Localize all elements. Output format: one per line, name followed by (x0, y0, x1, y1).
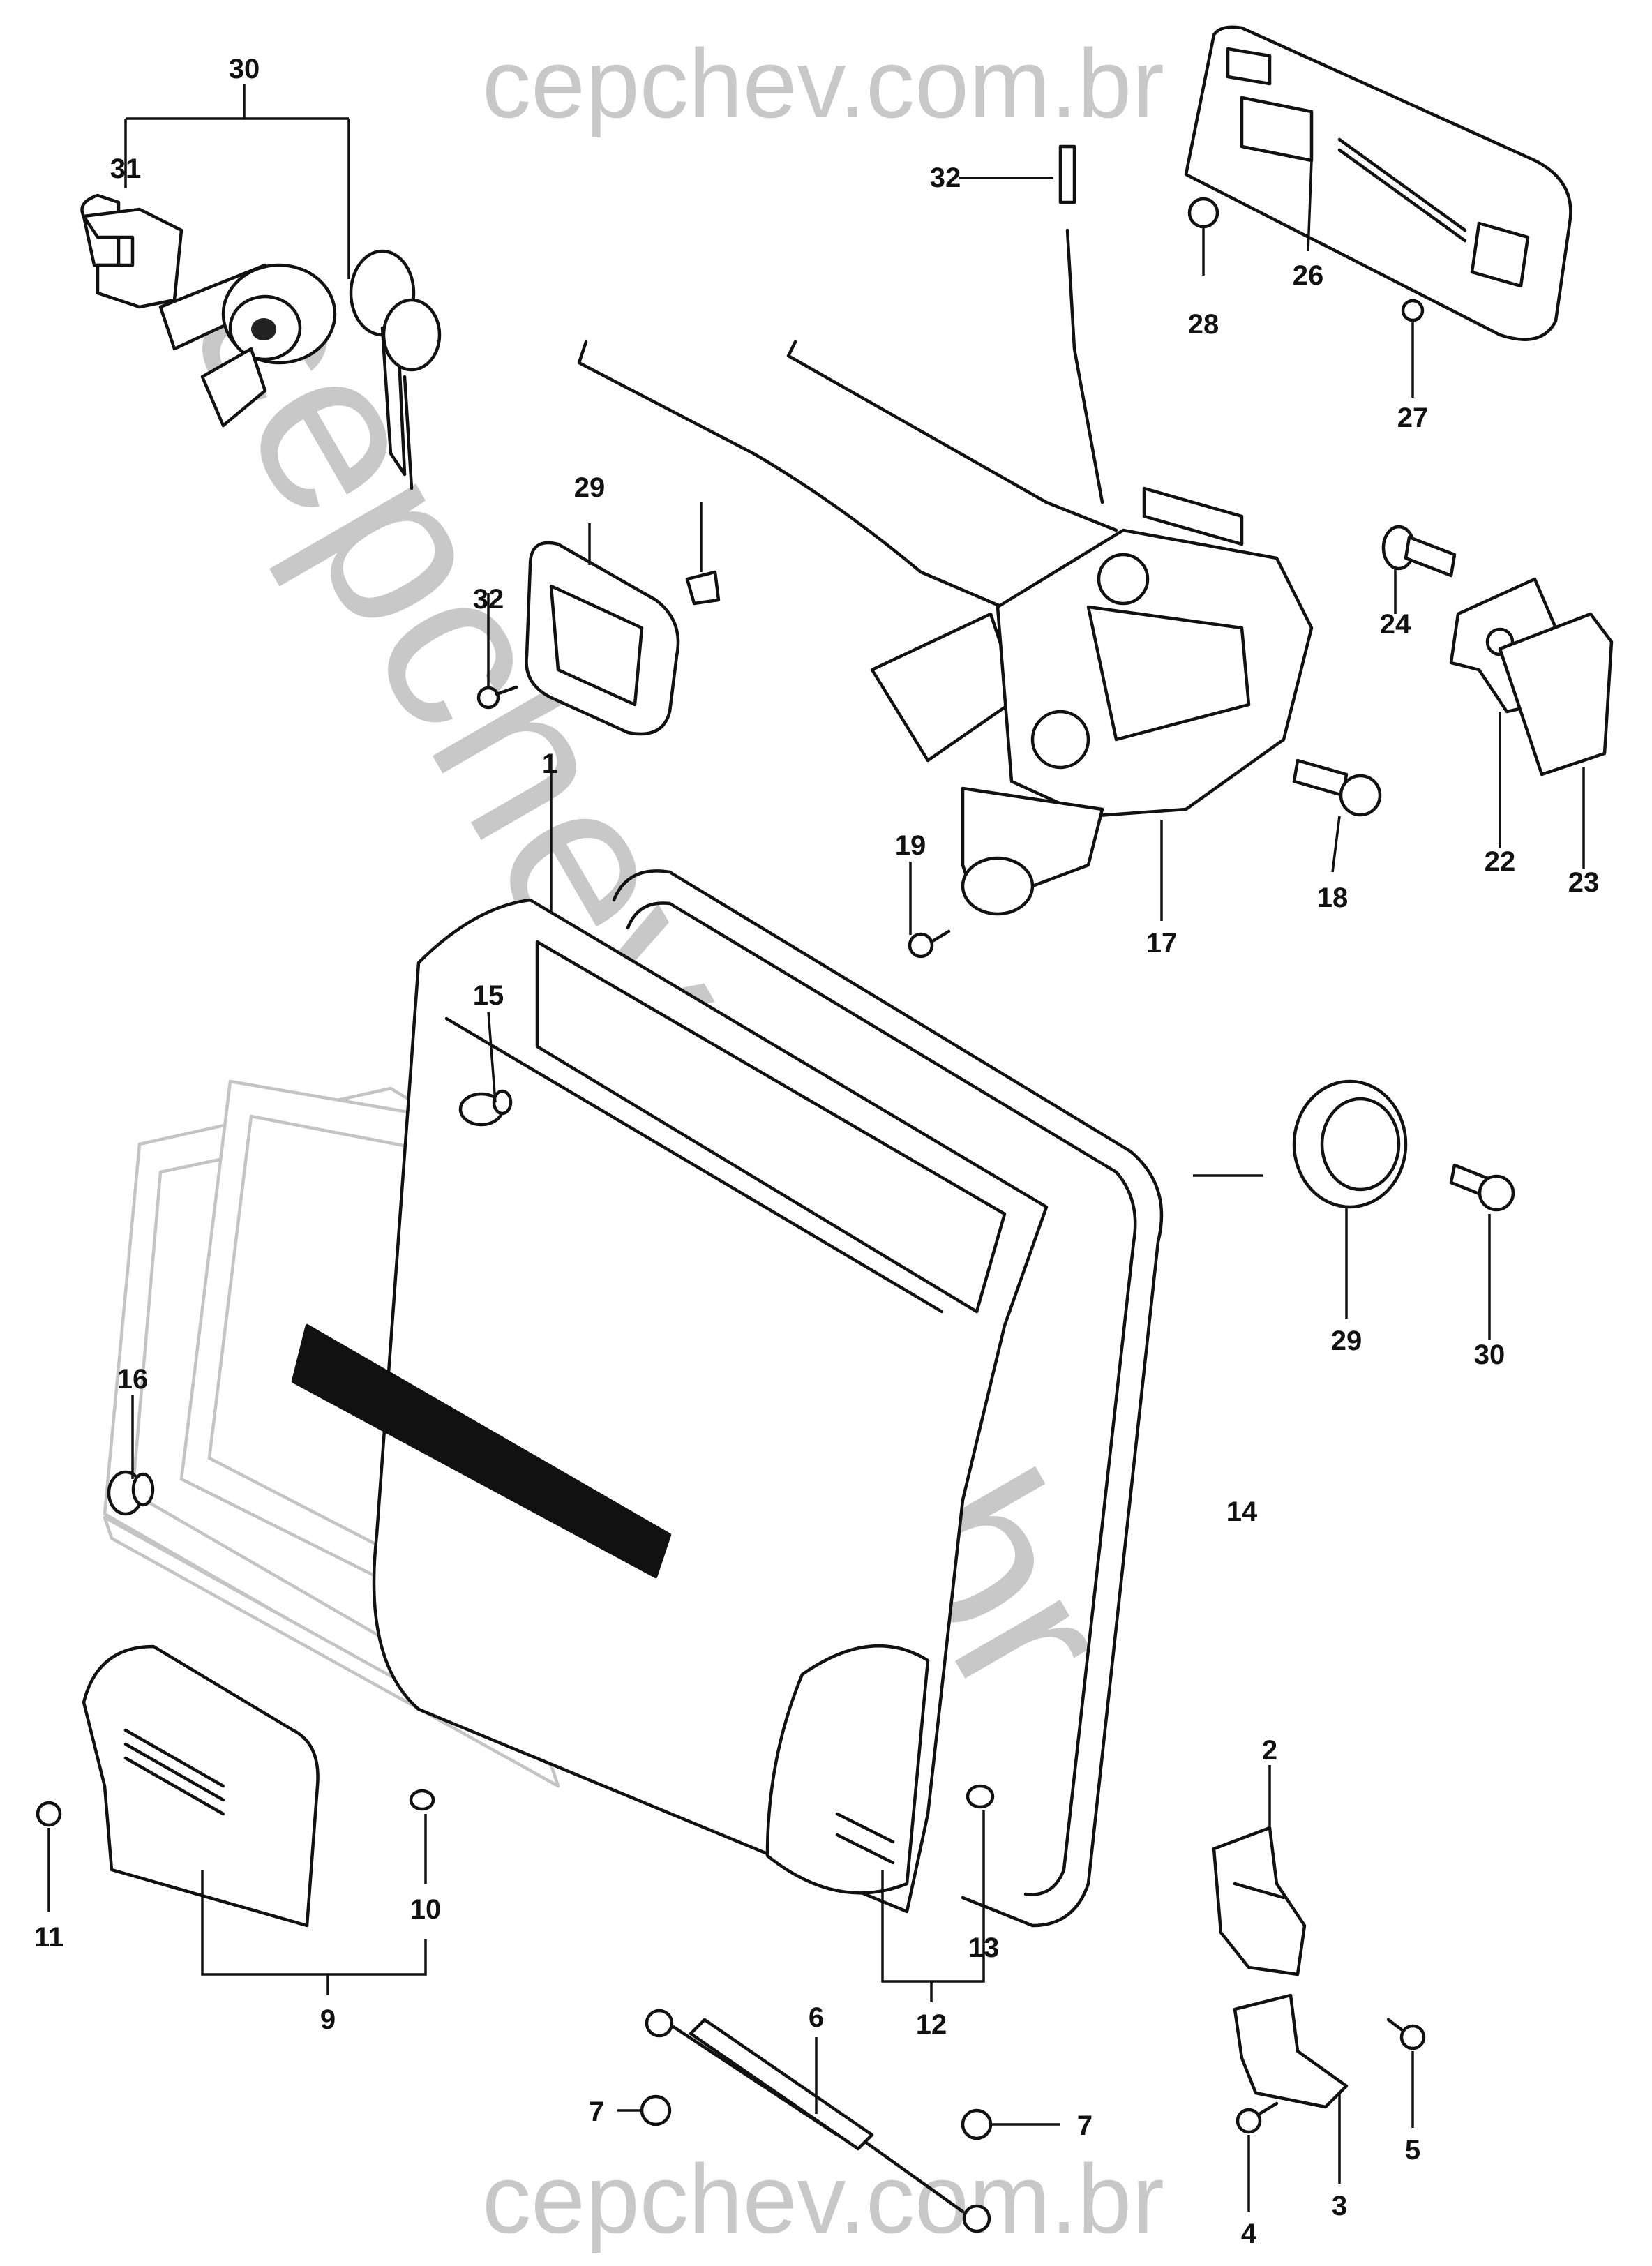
callout-13: 14 (1226, 1496, 1258, 1527)
bumper-15 (107, 1470, 155, 1516)
callout-7-right: 7 (1077, 2110, 1092, 2141)
callout-12: 13 (968, 1933, 1000, 1963)
nut-7-right (961, 2108, 993, 2140)
callout-5: 5 (1405, 2135, 1420, 2166)
weatherstrip-inner-edge (626, 901, 1137, 1896)
callout-7-left: 7 (589, 2096, 604, 2127)
latch-assembly (870, 486, 1314, 916)
gas-strut-6 (645, 2009, 991, 2233)
callout-20: 31 (110, 153, 142, 184)
bolt-25 (1401, 299, 1425, 322)
tailgate-panel (291, 898, 1049, 1914)
callout-26: 28 (1188, 309, 1219, 340)
leader-lines (47, 84, 1585, 2212)
clip-9 (409, 1789, 435, 1811)
screw-4 (1236, 2101, 1279, 2134)
callout-4: 4 (1241, 2219, 1257, 2249)
screw-18 (908, 929, 951, 959)
bumper-14 (458, 1089, 513, 1127)
callout-8: 9 (320, 2004, 336, 2035)
callout-17: 18 (1317, 883, 1349, 913)
callout-16: 17 (1146, 928, 1178, 959)
callout-14: 15 (473, 980, 504, 1011)
grommet-27 (1292, 1079, 1408, 1209)
clip-12 (966, 1784, 995, 1809)
callout-9: 10 (410, 1894, 442, 1925)
latch-rod-1 (577, 340, 1021, 616)
callout-30: 32 (473, 584, 504, 615)
latch-rod-32 (1058, 144, 1104, 504)
screw-17 (1292, 758, 1382, 817)
callout-19: 30 (229, 54, 260, 84)
striker-shim-22 (1498, 612, 1614, 776)
callout-3: 3 (1332, 2191, 1347, 2221)
callout-25: 27 (1397, 403, 1429, 433)
callout-29: 29 (574, 472, 606, 503)
screw-30 (476, 685, 518, 710)
hinge-2 (1212, 1826, 1307, 1976)
screw-5 (1386, 2018, 1426, 2050)
bolt-28 (1449, 1163, 1515, 1212)
callout-23: 24 (1380, 609, 1411, 640)
watermark-top: cepchev.com.br (482, 29, 1164, 138)
weatherstrip (612, 869, 1164, 1928)
callout-10: 11 (34, 1922, 63, 1953)
callout-32: 32 (930, 163, 961, 193)
callout-6: 6 (809, 2002, 824, 2033)
callout-28: 30 (1474, 1340, 1505, 1370)
callout-1: 1 (542, 749, 557, 779)
watermark-bottom: cepchev.com.br (482, 2144, 1164, 2253)
latch-bracket-24 (1184, 25, 1572, 341)
nut-7-left (640, 2094, 672, 2126)
callout-22: 23 (1568, 867, 1600, 898)
trim-panel-8 (82, 1644, 320, 1928)
callout-18: 19 (895, 830, 926, 861)
callout-24: 26 (1293, 260, 1324, 291)
inner-handle (525, 541, 680, 736)
callout-21: 22 (1485, 846, 1516, 877)
hinge-3 (1233, 1993, 1349, 2109)
callout-11: 12 (916, 2009, 947, 2040)
callout-27: 29 (1331, 1326, 1362, 1356)
latch-rod-2 (786, 340, 1118, 532)
nut-26 (1187, 197, 1219, 229)
bolt-23 (1381, 525, 1457, 578)
screw-10 (36, 1801, 62, 1827)
lock-retainer-clip (82, 207, 183, 309)
callout-labels: 30 31 32 28 26 27 29 32 24 1 22 23 19 18… (34, 54, 1599, 2249)
callout-2: 2 (1262, 1735, 1277, 1766)
clip-31 (685, 570, 721, 606)
callout-15: 16 (117, 1364, 149, 1395)
